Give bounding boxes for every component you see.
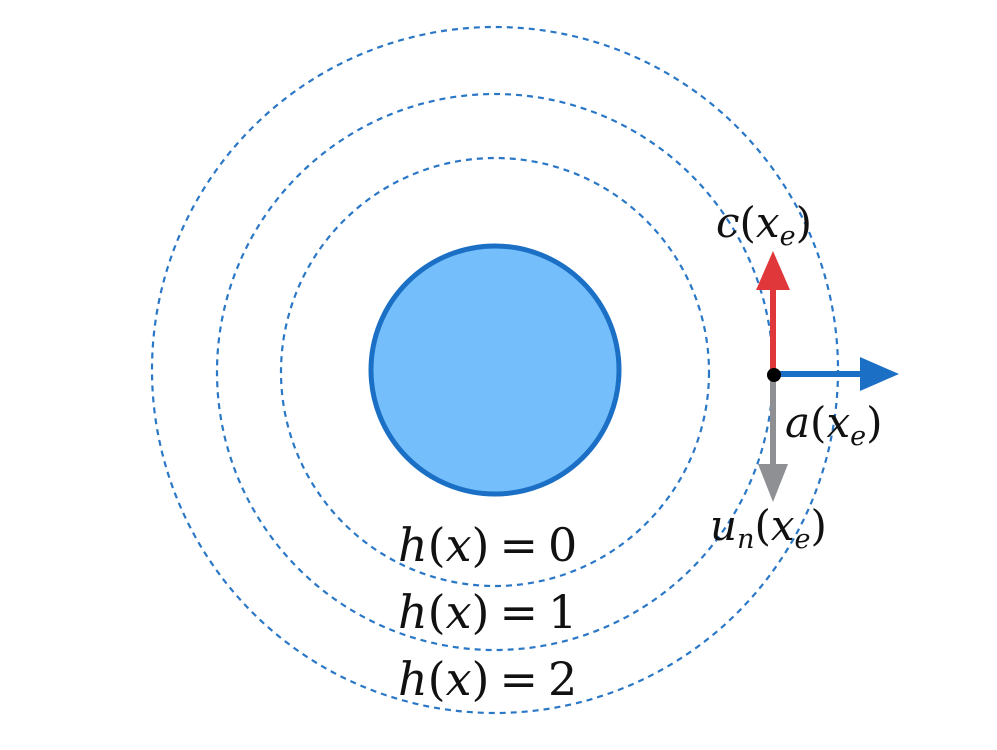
obstacle-disk <box>371 246 619 494</box>
level-set-outer <box>150 25 840 715</box>
vector-c-head <box>756 251 790 290</box>
label-h0: h(x)=0 <box>398 518 577 572</box>
label-c: c(xe) <box>716 198 812 252</box>
label-h1: h(x)=1 <box>398 585 577 639</box>
vector-u-head <box>758 464 788 502</box>
vector-a <box>773 357 899 391</box>
point-xe <box>767 368 781 382</box>
label-u: un(xe) <box>710 501 827 555</box>
level-set-inner <box>279 156 711 588</box>
vector-a-head <box>860 357 899 391</box>
label-a: a(xe) <box>785 398 883 452</box>
label-h2: h(x)=2 <box>398 652 577 706</box>
obstacle-disk-outline <box>368 243 622 497</box>
vector-u <box>758 376 788 502</box>
vector-c <box>756 251 790 376</box>
